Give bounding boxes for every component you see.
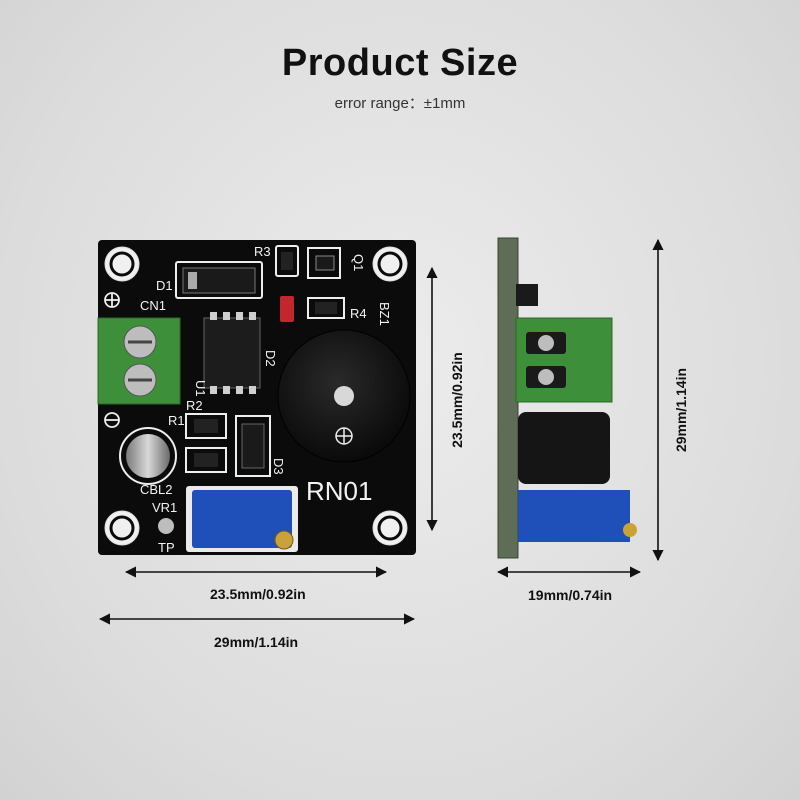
label-d1: D1 bbox=[156, 278, 173, 293]
buzzer-bz1 bbox=[277, 329, 411, 463]
side-height-label: 29mm/1.14in bbox=[673, 367, 689, 453]
label-vr1: VR1 bbox=[152, 500, 177, 515]
label-bz1: BZ1 bbox=[377, 302, 392, 326]
ic-u1 bbox=[203, 312, 261, 394]
label-r2: R2 bbox=[186, 398, 203, 413]
side-potentiometer bbox=[518, 490, 630, 542]
overall-width-label: 29mm/1.14in bbox=[214, 634, 299, 650]
capacitor-cbl2 bbox=[119, 427, 177, 485]
polarity-marks bbox=[104, 292, 120, 428]
side-capacitor bbox=[518, 412, 610, 484]
label-u1: U1 bbox=[193, 380, 208, 397]
diode-d3 bbox=[235, 415, 271, 477]
front-height-label: 23.5mm/0.92in bbox=[449, 352, 465, 448]
label-r3: R3 bbox=[254, 244, 271, 259]
diode-d1 bbox=[175, 261, 263, 299]
pcb-side-view bbox=[497, 237, 637, 559]
terminal-block-cn1 bbox=[97, 317, 181, 405]
side-depth-label: 19mm/0.74in bbox=[528, 587, 613, 603]
label-model: RN01 bbox=[306, 476, 372, 506]
dimension-lines bbox=[98, 238, 664, 625]
resistor-r1 bbox=[185, 447, 227, 473]
pcb-front-view: R3 Q1 D1 CN1 BZ1 R4 D2 U1 R2 R1 D3 CBL2 … bbox=[97, 240, 416, 555]
pcb-edge bbox=[497, 237, 519, 559]
front-width-label: 23.5mm/0.92in bbox=[210, 586, 306, 602]
side-terminal-block bbox=[515, 317, 613, 403]
resistor-r4 bbox=[307, 297, 345, 319]
label-d2: D2 bbox=[263, 350, 278, 367]
label-tp: TP bbox=[158, 540, 175, 555]
led-d2 bbox=[280, 296, 294, 322]
label-q1: Q1 bbox=[351, 254, 366, 271]
error-range-subtitle: error range：±1mm bbox=[334, 95, 466, 112]
label-r1: R1 bbox=[168, 413, 185, 428]
test-point-tp bbox=[158, 518, 174, 534]
label-cn1: CN1 bbox=[140, 298, 166, 313]
label-r4: R4 bbox=[350, 306, 367, 321]
page-title: Product Size bbox=[281, 42, 519, 84]
resistor-r2 bbox=[185, 413, 227, 439]
label-d3: D3 bbox=[271, 458, 286, 475]
resistor-r3 bbox=[275, 245, 299, 277]
side-transistor bbox=[516, 284, 538, 306]
label-cbl2: CBL2 bbox=[140, 482, 173, 497]
transistor-q1 bbox=[307, 247, 341, 279]
potentiometer-vr1 bbox=[186, 486, 298, 552]
